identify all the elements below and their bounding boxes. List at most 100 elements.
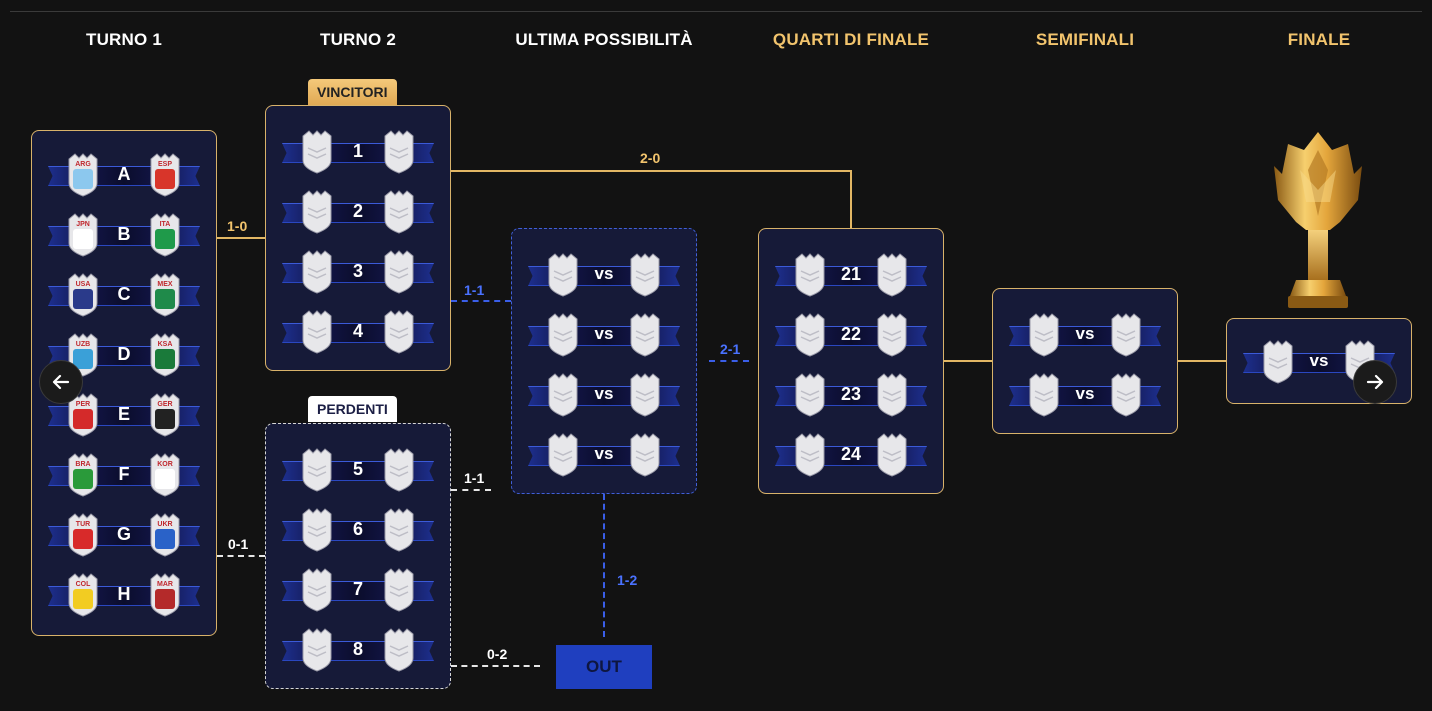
connector-lc-qf — [709, 360, 749, 362]
team-shield-icon: PER — [68, 393, 98, 437]
winners-match[interactable]: 2 — [282, 190, 434, 234]
team-code: BRA — [75, 461, 90, 468]
column-header-last-chance: ULTIMA POSSIBILITÀ — [515, 30, 693, 49]
connector-lc-out — [603, 494, 605, 637]
connector-winners-qf-h — [451, 170, 852, 172]
match-label: vs — [594, 444, 614, 463]
quarterfinal-match[interactable]: 23 — [775, 373, 927, 417]
arrow-right-icon — [1366, 374, 1384, 390]
column-header-quarterfinals: QUARTI DI FINALE — [772, 30, 930, 49]
column-header-final: FINALE — [1287, 30, 1351, 49]
connector-winners-qf-v — [850, 170, 852, 229]
empty-shield-icon — [384, 508, 414, 552]
empty-shield-icon — [630, 253, 660, 297]
match-label: 5 — [352, 459, 363, 479]
empty-shield-icon — [795, 373, 825, 417]
empty-shield-icon — [1111, 313, 1141, 357]
top-divider — [10, 11, 1422, 12]
team-shield-icon: MAR — [150, 573, 180, 617]
winners-match[interactable]: 3 — [282, 250, 434, 294]
empty-shield-icon — [548, 433, 578, 477]
score-win-to-qf: 2-0 — [640, 150, 661, 166]
empty-shield-icon — [302, 310, 332, 354]
team-shield-icon: UKR — [150, 513, 180, 557]
semifinals-panel: vs vs — [992, 288, 1178, 434]
connector-losers-lc — [451, 489, 491, 491]
match-label: 6 — [352, 519, 363, 539]
prev-button[interactable] — [39, 360, 83, 404]
team-shield-icon: COL — [68, 573, 98, 617]
connector-sf-final — [1178, 360, 1226, 362]
team-code: MEX — [157, 281, 173, 288]
empty-shield-icon — [302, 130, 332, 174]
team-code: UZB — [76, 341, 90, 348]
team-shield-icon: BRA — [68, 453, 98, 497]
winners-match[interactable]: 1 — [282, 130, 434, 174]
match-label: 1 — [352, 141, 363, 161]
empty-shield-icon — [877, 313, 907, 357]
quarterfinal-match[interactable]: 22 — [775, 313, 927, 357]
match-label: F — [118, 464, 130, 484]
empty-shield-icon — [384, 310, 414, 354]
match-label: vs — [594, 264, 614, 283]
round1-match[interactable]: COL MAR H — [48, 573, 200, 617]
match-label: 24 — [840, 444, 862, 464]
match-label: C — [117, 284, 131, 304]
empty-shield-icon — [795, 253, 825, 297]
losers-match[interactable]: 6 — [282, 508, 434, 552]
match-label: B — [117, 224, 131, 244]
match-label: 2 — [352, 201, 363, 221]
team-code: ESP — [158, 161, 172, 168]
winners-match[interactable]: 4 — [282, 310, 434, 354]
last-chance-match[interactable]: vs — [528, 373, 680, 417]
losers-tag: PERDENTI — [308, 396, 397, 422]
semifinal-match[interactable]: vs — [1009, 313, 1161, 357]
team-code: JPN — [76, 221, 90, 228]
losers-match[interactable]: 7 — [282, 568, 434, 612]
empty-shield-icon — [548, 253, 578, 297]
semifinal-match[interactable]: vs — [1009, 373, 1161, 417]
empty-shield-icon — [630, 433, 660, 477]
last-chance-match[interactable]: vs — [528, 313, 680, 357]
team-shield-icon: GER — [150, 393, 180, 437]
score-r1-lose: 0-1 — [228, 536, 249, 552]
team-shield-icon: ESP — [150, 153, 180, 197]
score-lc-out: 1-2 — [617, 572, 638, 588]
match-label: vs — [594, 384, 614, 403]
match-label: 21 — [840, 264, 862, 284]
next-button[interactable] — [1353, 360, 1397, 404]
empty-shield-icon — [302, 628, 332, 672]
team-code: COL — [76, 581, 92, 588]
team-shield-icon: USA — [68, 273, 98, 317]
connector-r1-winners — [217, 237, 265, 239]
match-label: vs — [1075, 324, 1095, 343]
round1-match[interactable]: USA MEX C — [48, 273, 200, 317]
last-chance-match[interactable]: vs — [528, 253, 680, 297]
team-code: TUR — [76, 521, 90, 528]
losers-match[interactable]: 5 — [282, 448, 434, 492]
quarterfinal-match[interactable]: 21 — [775, 253, 927, 297]
score-r1-win: 1-0 — [227, 218, 248, 234]
team-shield-icon: JPN — [68, 213, 98, 257]
empty-shield-icon — [302, 448, 332, 492]
winners-panel: 1 2 3 4 — [265, 105, 451, 371]
empty-shield-icon — [1263, 340, 1293, 384]
last-chance-match[interactable]: vs — [528, 433, 680, 477]
team-code: UKR — [157, 521, 172, 528]
column-header-round1: TURNO 1 — [85, 30, 163, 49]
out-box: OUT — [556, 645, 652, 689]
connector-qf-sf — [944, 360, 992, 362]
match-label: H — [117, 584, 131, 604]
match-label: 22 — [840, 324, 862, 344]
quarterfinal-match[interactable]: 24 — [775, 433, 927, 477]
empty-shield-icon — [877, 373, 907, 417]
losers-match[interactable]: 8 — [282, 628, 434, 672]
score-lose-out: 0-2 — [487, 646, 508, 662]
match-label: 8 — [352, 639, 363, 659]
